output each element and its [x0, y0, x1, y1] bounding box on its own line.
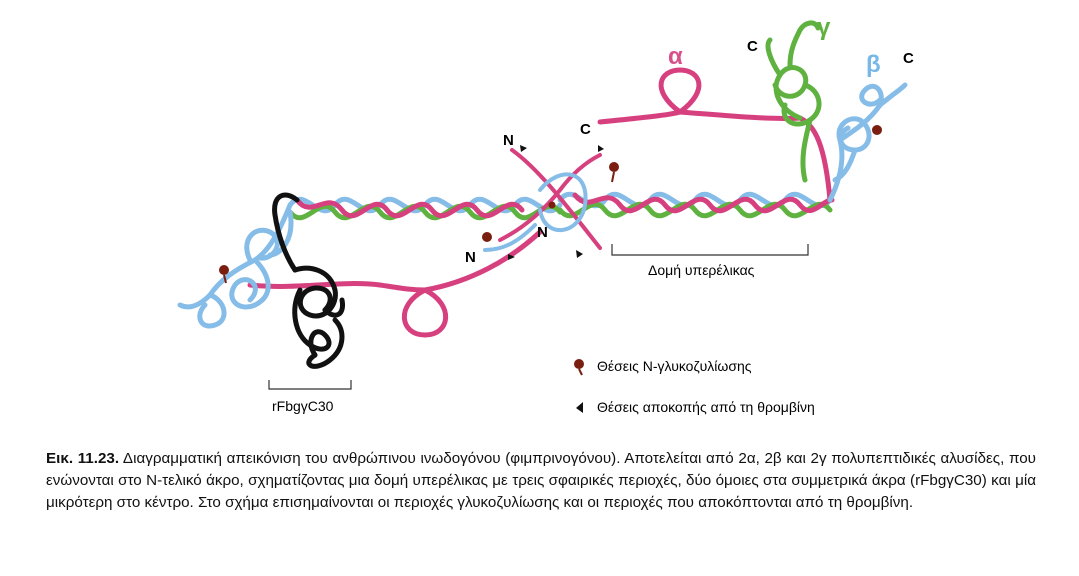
cleavage-site [576, 250, 583, 258]
c-terminus-label: C [580, 121, 591, 138]
alpha-chain-upper-loop [658, 67, 702, 115]
right-gamma-globular-domain [765, 20, 822, 183]
alpha-chain-lower-loop [401, 287, 449, 338]
glycosylation-markers [219, 125, 882, 284]
alpha-chain-right-helix [572, 192, 835, 214]
alpha-chain-lower-arc [247, 229, 543, 293]
left-coiled-coil [287, 196, 563, 221]
coiled-coil-bracket [611, 244, 809, 256]
coiled-coil-label: Δομή υπερέλικας [648, 262, 755, 278]
glycosylation-site [872, 125, 882, 135]
n-terminus-label: N [465, 249, 476, 266]
c-terminus-label: C [747, 38, 758, 55]
alpha-n-terminus-strand-1 [510, 148, 602, 250]
figure-caption: Εικ. 11.23. Διαγραμματική απεικόνιση του… [46, 448, 1036, 514]
beta-n-terminus-strand [483, 223, 537, 252]
alpha-chain-arcs [247, 67, 833, 338]
left-gamma-globular-domain [272, 192, 346, 369]
terminal-domain-bracket [268, 380, 352, 390]
alpha-chain-upper-arc [597, 109, 833, 203]
cleavage-site [508, 254, 515, 260]
glycosylation-legend-label: Θέσεις Ν-γλυκοζυλίωσης [597, 358, 752, 374]
gamma-chain-right-helix [557, 201, 833, 219]
fibrinogen-diagram: N N N C C C α γ β Δομή υπερέλικας rFbgγC… [177, 14, 914, 415]
right-beta-globular-domain [827, 82, 908, 203]
alpha-chain-label: α [668, 43, 683, 70]
central-domain [483, 148, 602, 252]
cleavage-legend-icon [576, 402, 583, 413]
legend: Θέσεις Ν-γλυκοζυλίωσης Θέσεις αποκοπής α… [574, 358, 815, 415]
glycosylation-site [482, 232, 492, 242]
caption-text: Διαγραμματική απεικόνιση του ανθρώπινου … [46, 450, 1036, 511]
glycosylation-site [609, 162, 619, 172]
left-beta-globular-domain [177, 202, 294, 329]
gamma-chain-left-helix [287, 203, 563, 221]
cleavage-legend-label: Θέσεις αποκοπής από τη θρομβίνη [597, 399, 815, 415]
glycosylation-site [548, 201, 556, 209]
alpha-chain-left-helix [294, 197, 525, 219]
n-terminus-label: N [503, 132, 514, 149]
beta-chain-label: β [866, 51, 881, 78]
glycosylation-site [219, 265, 229, 275]
cleavage-site [520, 145, 527, 152]
terminal-domain-label: rFbgγC30 [272, 398, 334, 414]
thrombin-cleavage-markers [508, 145, 604, 260]
figure-number: Εικ. 11.23. [46, 450, 120, 467]
gamma-chain-label: γ [817, 14, 831, 41]
n-terminus-label: N [537, 224, 548, 241]
glycosylation-legend-icon [574, 359, 584, 369]
cleavage-site [598, 145, 604, 152]
c-terminus-label: C [903, 50, 914, 67]
central-blue-loop [538, 172, 588, 232]
alpha-n-terminus-strand-2 [498, 153, 602, 242]
right-coiled-coil [557, 191, 835, 219]
